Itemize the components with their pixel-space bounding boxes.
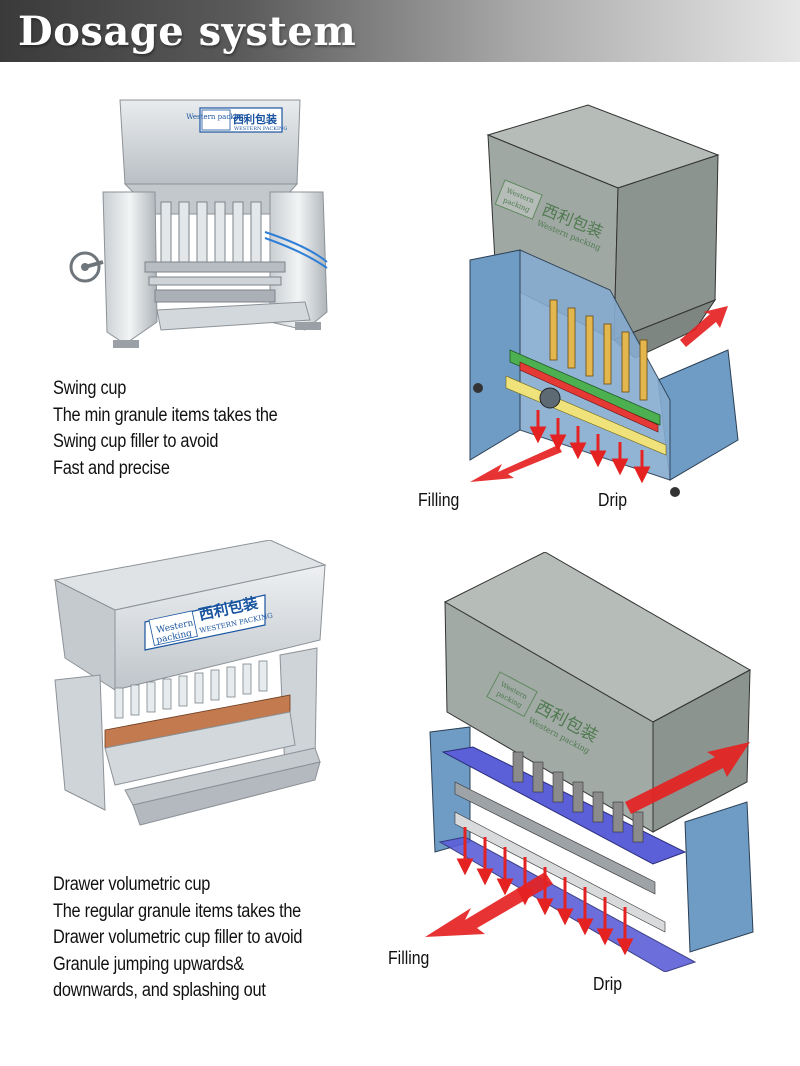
drip-arrows <box>456 827 634 956</box>
svg-text:西利包装: 西利包装 <box>233 112 277 126</box>
drawer-filling-label: Filling <box>388 948 430 968</box>
drawer-cup-line-2: The regular granule items takes the <box>53 900 302 922</box>
header-banner: Dosage system <box>0 0 800 62</box>
drawer-cup-machine-photo: Western packing 西利包装 WESTERN PACKING <box>53 540 327 826</box>
swing-cup-description: Swing cup The min granule items takes th… <box>53 376 278 482</box>
drawer-cup-description: Drawer volumetric cup The regular granul… <box>53 872 303 1005</box>
drawer-cup-line-4: Granule jumping upwards& <box>53 953 244 975</box>
swing-cup-line-4: Fast and precise <box>53 457 170 479</box>
flow-arrow-up <box>625 742 750 814</box>
swing-cup-line-3: Swing cup filler to avoid <box>53 431 219 452</box>
filling-arrow <box>470 445 562 482</box>
swing-filling-label: Filling <box>418 490 460 510</box>
drawer-cup-line-3: Drawer volumetric cup filler to avoid <box>53 927 303 948</box>
svg-text:WESTERN PACKING: WESTERN PACKING <box>234 126 287 132</box>
page-title: Dosage system <box>18 8 357 55</box>
drawer-cup-line-5: downwards, and splashing out <box>53 980 266 1001</box>
swing-cup-line-1: Swing cup <box>53 378 127 399</box>
swing-cup-diagram: Western packing 西利包装 Western packing <box>469 104 739 497</box>
swing-drip-label: Drip <box>598 490 628 510</box>
svg-text:Western packing: Western packing <box>186 113 246 121</box>
drawer-cup-diagram: Western packing 西利包装 Western packing <box>425 552 754 972</box>
drawer-cup-line-1: Drawer volumetric cup <box>53 874 211 895</box>
swing-cup-machine-photo: Western packing 西利包装 WESTERN PACKING <box>69 99 328 348</box>
flow-arrow-up <box>680 306 728 347</box>
drip-arrows <box>529 410 651 484</box>
filling-arrow <box>425 872 553 937</box>
drawer-drip-label: Drip <box>593 974 623 994</box>
swing-cup-line-2: The min granule items takes the <box>53 404 278 426</box>
